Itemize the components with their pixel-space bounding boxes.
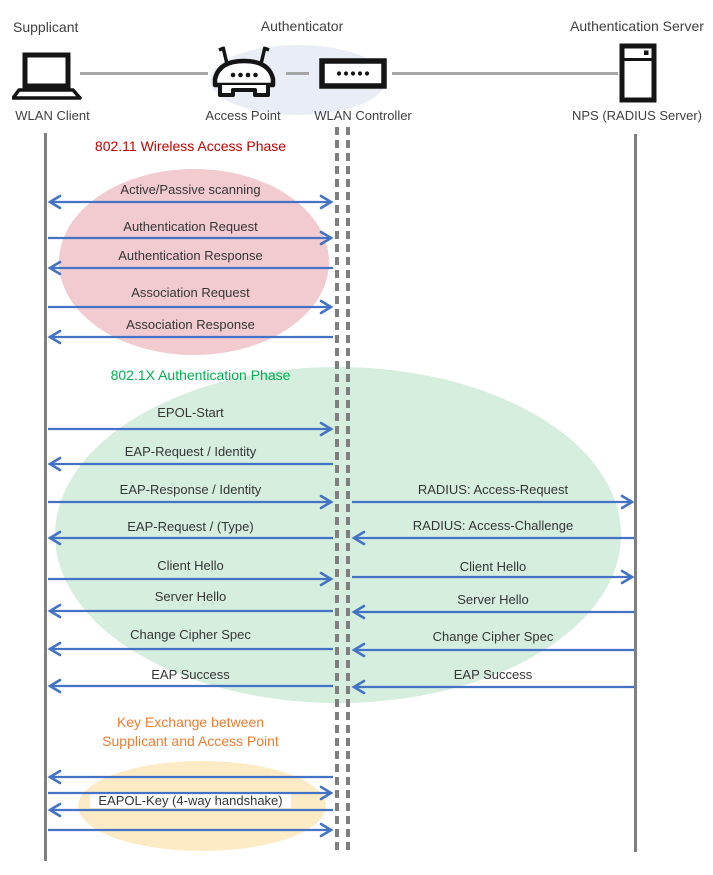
message-arrow [47, 530, 333, 546]
message-label: Authentication Response [118, 248, 263, 263]
message-label: EAP Success [453, 667, 533, 682]
message-arrow [351, 530, 634, 546]
role-authenticator-label: Authenticator [260, 18, 344, 34]
message-arrow [47, 678, 333, 694]
message-arrow [48, 822, 334, 838]
message-label: EAP-Request / Identity [124, 444, 257, 459]
message-arrow [48, 494, 334, 510]
message-label: EAP-Request / (Type) [127, 519, 254, 534]
message-arrow [47, 194, 334, 210]
message-arrow [351, 642, 634, 658]
wlan-controller-lifeline-right [346, 127, 350, 854]
message-arrow [352, 494, 635, 510]
access-point-icon [212, 46, 276, 97]
message-arrow [351, 604, 634, 620]
message-arrow [47, 260, 333, 276]
message-arrow [47, 641, 333, 657]
message-label: Change Cipher Spec [130, 627, 251, 642]
message-arrow [48, 785, 334, 801]
role-supplicant-label: Supplicant [13, 19, 79, 35]
wlan-controller-lifeline-left [335, 127, 339, 854]
message-arrow [47, 802, 333, 818]
message-arrow [47, 329, 333, 345]
message-label: Change Cipher Spec [432, 629, 554, 644]
message-arrow [351, 679, 634, 695]
wlan-controller-icon [319, 58, 387, 89]
message-arrow [47, 603, 333, 619]
message-label: Server Hello [457, 592, 529, 607]
device-connector-segment-0 [80, 72, 208, 75]
message-label: Authentication Request [123, 219, 258, 234]
message-arrow [48, 571, 334, 587]
server-icon [619, 43, 657, 103]
device-connector-segment-2 [392, 72, 618, 75]
message-label: Association Request [131, 285, 250, 300]
message-arrow [48, 421, 334, 437]
device-wlan-controller-label: WLAN Controller [314, 108, 412, 123]
device-wlan-client-label: WLAN Client [15, 108, 90, 123]
message-arrow [48, 230, 334, 246]
message-arrow [47, 456, 333, 472]
phase-title-dot1x-authentication: 802.1X Authentication Phase [110, 367, 291, 383]
nps-lifeline [634, 134, 637, 852]
phase-title-wireless-access: 802.11 Wireless Access Phase [94, 138, 287, 154]
message-label: EPOL-Start [157, 405, 224, 420]
device-nps-label: NPS (RADIUS Server) [571, 108, 703, 123]
device-connector-segment-1 [286, 72, 309, 75]
phase-ellipse-wireless-access [59, 169, 329, 355]
device-access-point-label: Access Point [205, 108, 281, 123]
message-label: RADIUS: Access-Challenge [412, 518, 574, 533]
role-authentication-server-label: Authentication Server [570, 18, 704, 34]
message-arrow [47, 769, 333, 785]
laptop-icon [12, 52, 82, 100]
message-arrow [48, 299, 334, 315]
message-label: EAP-Response / Identity [119, 482, 262, 497]
message-arrow [352, 569, 635, 585]
message-label: EAP Success [151, 667, 230, 682]
message-label: Association Response [126, 317, 255, 332]
message-label: EAPOL-Key (4-way handshake) [48, 793, 333, 808]
message-label: Server Hello [154, 589, 227, 604]
wlan-client-lifeline [44, 133, 47, 861]
message-label: RADIUS: Access-Request [417, 482, 569, 497]
message-label: Client Hello [459, 559, 527, 574]
message-label: Client Hello [157, 558, 224, 573]
message-label: Active/Passive scanning [120, 182, 261, 197]
